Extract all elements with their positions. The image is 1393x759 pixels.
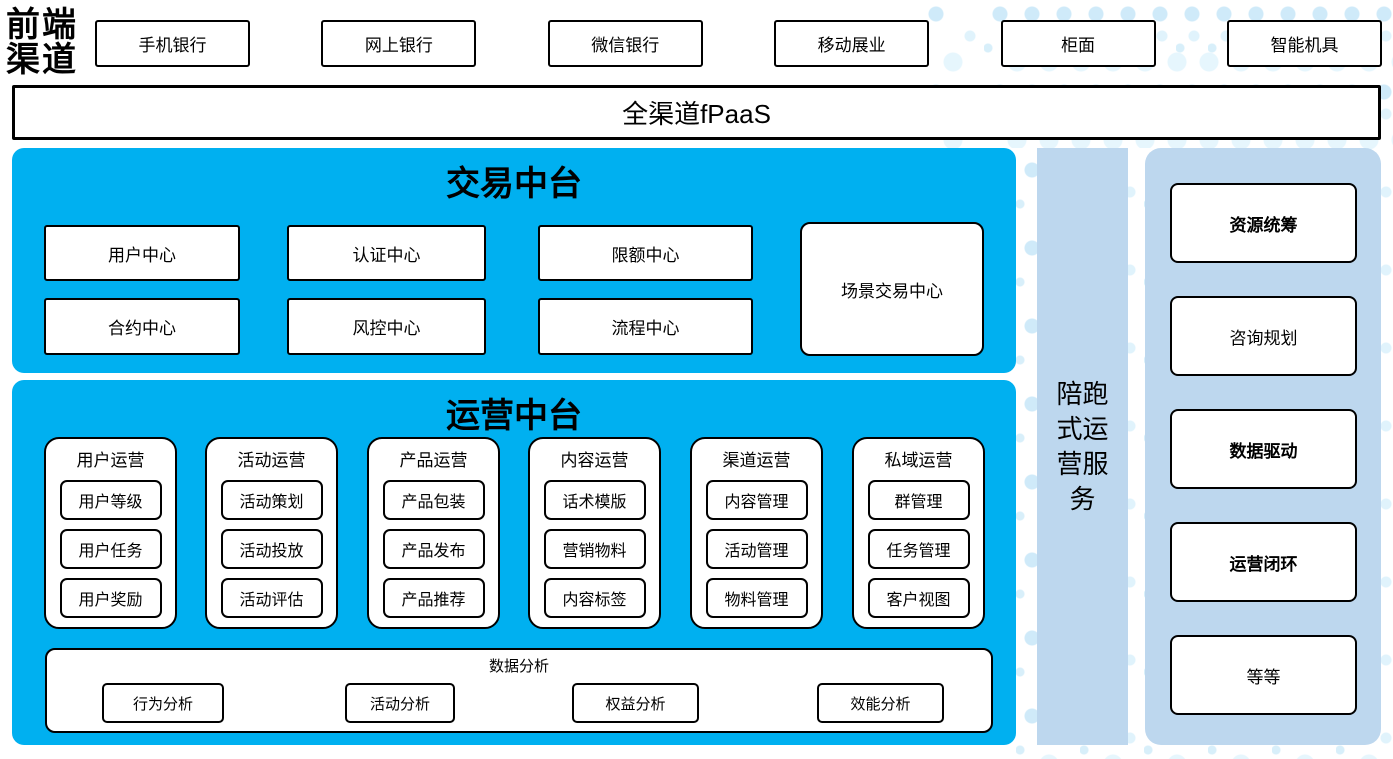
channel-box-online-banking: 网上银行 <box>321 20 477 67</box>
channel-box-smart-machine: 智能机具 <box>1226 20 1382 67</box>
center-box-scene-trade: 场景交易中心 <box>800 222 984 356</box>
channel-box-mobile-banking: 手机银行 <box>95 20 250 67</box>
ops-column-private-domain: 私域运营 群管理 任务管理 客户视图 <box>852 437 985 629</box>
ops-item: 产品推荐 <box>382 578 485 618</box>
ops-item: 活动投放 <box>220 529 323 569</box>
service-box-etc: 等等 <box>1170 635 1357 715</box>
ops-item: 物料管理 <box>705 578 808 618</box>
center-box-auth: 认证中心 <box>287 225 486 281</box>
analysis-box-activity: 活动分析 <box>345 683 455 723</box>
center-box-limit: 限额中心 <box>538 225 753 281</box>
ops-column-activity: 活动运营 活动策划 活动投放 活动评估 <box>205 437 338 629</box>
ops-item: 任务管理 <box>867 529 970 569</box>
ops-column-header: 内容运营 <box>560 451 629 470</box>
analysis-box-rights: 权益分析 <box>572 683 699 723</box>
analysis-box-behavior: 行为分析 <box>102 683 224 723</box>
side-service-label: 陪跑式运营服务 <box>1056 378 1109 514</box>
front-channels-label: 前端渠道 <box>6 7 78 79</box>
ops-item: 营销物料 <box>543 529 646 569</box>
ops-item: 活动管理 <box>705 529 808 569</box>
ops-column-header: 用户运营 <box>76 451 145 470</box>
fpaas-bar: 全渠道fPaaS <box>12 85 1381 140</box>
trade-platform: 交易中台 用户中心 认证中心 限额中心 合约中心 风控中心 流程中心 场景交易中… <box>12 148 1016 373</box>
data-analysis-title: 数据分析 <box>488 658 549 675</box>
ops-column-product: 产品运营 产品包装 产品发布 产品推荐 <box>367 437 500 629</box>
service-box-resource-coordination: 资源统筹 <box>1170 183 1357 263</box>
ops-column-header: 私域运营 <box>884 451 953 470</box>
center-box-risk: 风控中心 <box>287 298 486 355</box>
ops-item: 群管理 <box>867 480 970 520</box>
service-box-consulting-planning: 咨询规划 <box>1170 296 1357 376</box>
ops-column-header: 产品运营 <box>399 451 468 470</box>
ops-item: 内容标签 <box>543 578 646 618</box>
operation-platform-title: 运营中台 <box>446 398 582 435</box>
ops-column-header: 渠道运营 <box>722 451 791 470</box>
ops-item: 产品发布 <box>382 529 485 569</box>
ops-column-channel: 渠道运营 内容管理 活动管理 物料管理 <box>690 437 823 629</box>
analysis-box-efficiency: 效能分析 <box>817 683 944 723</box>
trade-platform-title: 交易中台 <box>446 166 582 203</box>
ops-item: 用户等级 <box>59 480 162 520</box>
channel-box-mobile-marketing: 移动展业 <box>774 20 930 67</box>
ops-item: 话术模版 <box>543 480 646 520</box>
ops-item: 活动评估 <box>220 578 323 618</box>
channel-box-counter: 柜面 <box>1000 20 1156 67</box>
channel-box-wechat-banking: 微信银行 <box>547 20 703 67</box>
data-analysis-panel: 数据分析 行为分析 活动分析 权益分析 效能分析 <box>45 648 993 733</box>
ops-item: 活动策划 <box>220 480 323 520</box>
ops-item: 产品包装 <box>382 480 485 520</box>
service-box-operation-loop: 运营闭环 <box>1170 522 1357 602</box>
ops-column-content: 内容运营 话术模版 营销物料 内容标签 <box>528 437 661 629</box>
ops-item: 用户奖励 <box>59 578 162 618</box>
operation-platform: 运营中台 用户运营 用户等级 用户任务 用户奖励 活动运营 活动策划 活动投放 … <box>12 380 1016 745</box>
ops-item: 用户任务 <box>59 529 162 569</box>
side-service-bar: 陪跑式运营服务 <box>1037 148 1128 745</box>
ops-column-header: 活动运营 <box>237 451 306 470</box>
ops-item: 内容管理 <box>705 480 808 520</box>
center-box-user: 用户中心 <box>44 225 240 281</box>
service-box-data-driven: 数据驱动 <box>1170 409 1357 489</box>
center-box-contract: 合约中心 <box>44 298 240 355</box>
front-channels-row: 手机银行 网上银行 微信银行 移动展业 柜面 智能机具 <box>95 20 1382 67</box>
ops-item: 客户视图 <box>867 578 970 618</box>
center-box-process: 流程中心 <box>538 298 753 355</box>
ops-column-user: 用户运营 用户等级 用户任务 用户奖励 <box>44 437 177 629</box>
right-services-panel: 资源统筹 咨询规划 数据驱动 运营闭环 等等 <box>1145 148 1381 745</box>
